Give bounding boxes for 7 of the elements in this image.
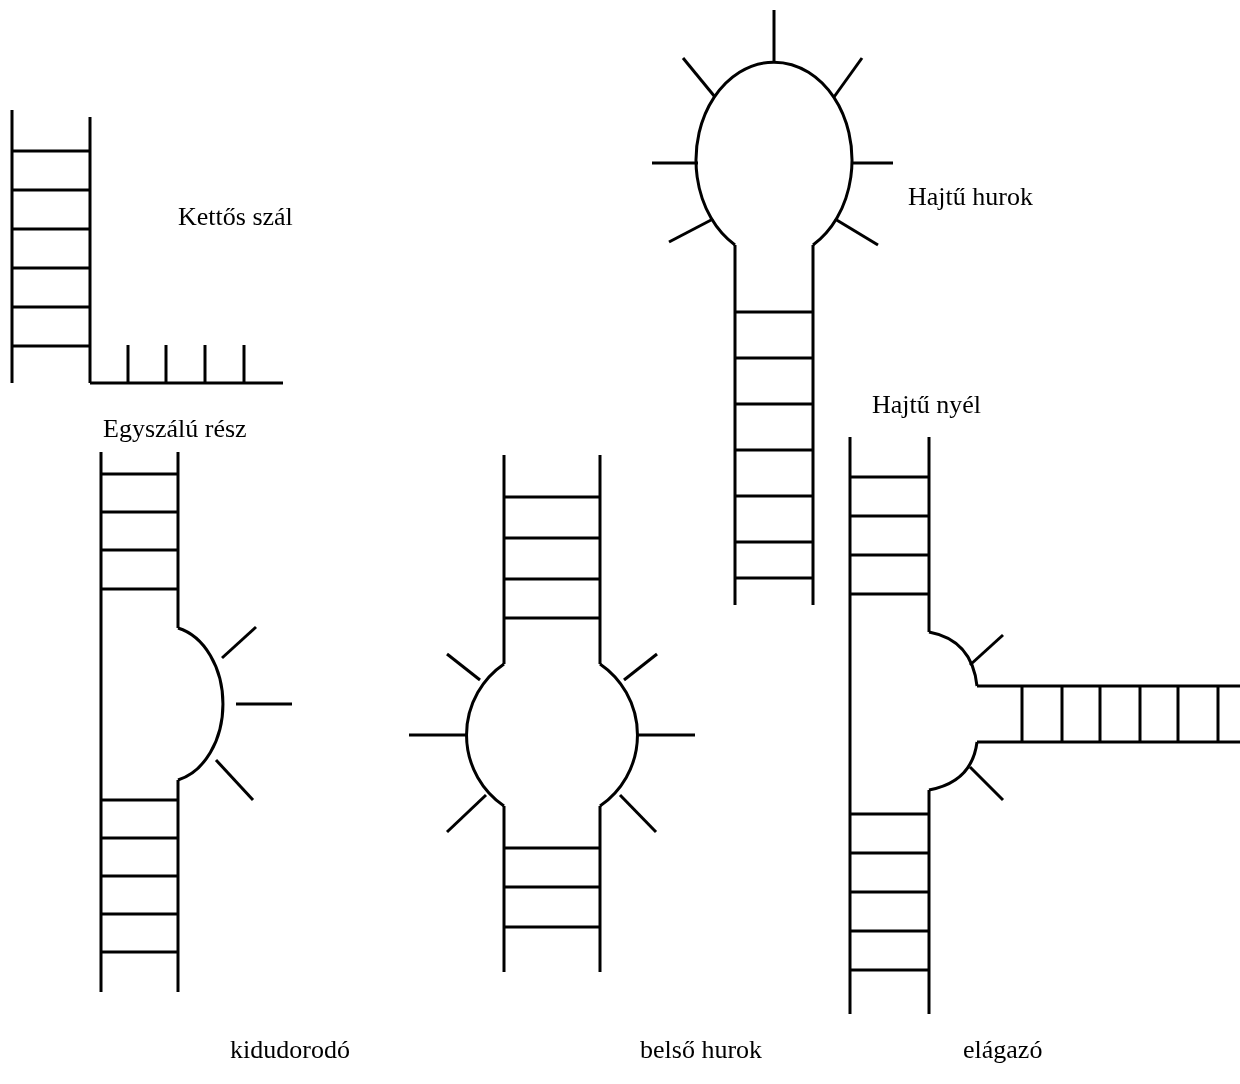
- structure-caption: elágazó: [963, 1035, 1043, 1065]
- structure-caption: belső hurok: [640, 1035, 763, 1065]
- part-label: Kettős szál: [178, 202, 293, 232]
- part-label: Egyszálú rész: [103, 414, 247, 444]
- part-label: Hajtű nyél: [872, 390, 982, 420]
- part-label: Hajtű hurok: [908, 182, 1033, 212]
- structure-caption: kidudorodó: [230, 1035, 350, 1065]
